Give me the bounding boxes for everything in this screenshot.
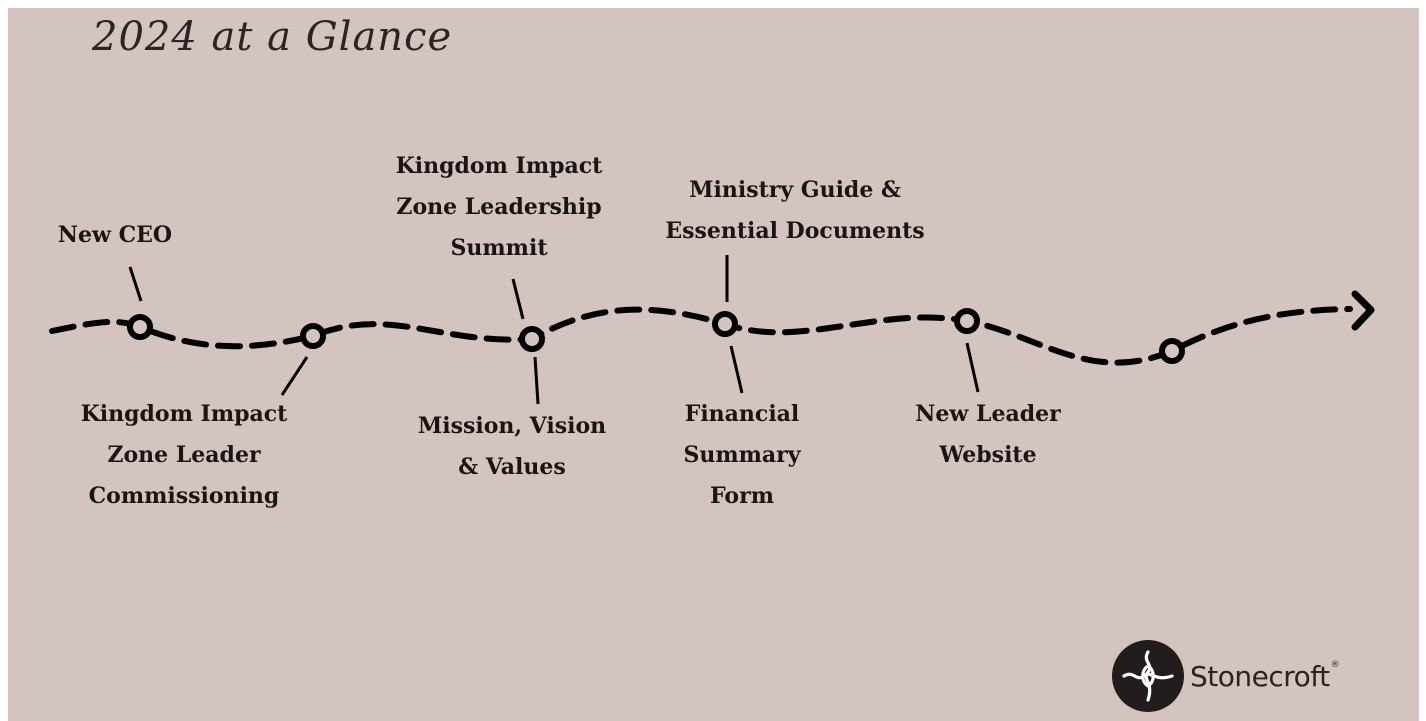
milestone-marker <box>127 314 153 340</box>
milestone-marker <box>519 326 545 352</box>
stonecroft-logo-icon <box>1112 640 1184 712</box>
milestone-label-new-ceo: New CEO <box>57 222 173 248</box>
connector-line <box>965 342 980 393</box>
connector-line <box>511 278 525 320</box>
milestone-label-mission-vision-values: Mission, Vision & Values <box>417 413 607 480</box>
milestone-label-new-leader-website: New Leader Website <box>915 401 1061 468</box>
connector-line <box>280 356 309 396</box>
slide-background <box>8 8 1419 721</box>
milestone-marker <box>300 323 326 349</box>
connector-line <box>729 345 744 394</box>
timeline-path <box>49 306 1353 366</box>
milestone-label-zone-leader-commissioning: Kingdom Impact Zone Leader Commissioning <box>80 401 288 509</box>
milestone-label-ministry-guide: Ministry Guide & Essential Documents <box>665 177 925 244</box>
milestone-marker <box>954 308 980 334</box>
milestone-label-financial-summary-form: Financial Summary Form <box>683 401 801 509</box>
milestone-marker <box>712 311 738 337</box>
stonecroft-wordmark: Stonecroft® <box>1190 659 1340 693</box>
stonecroft-logo: Stonecroft® <box>1112 640 1340 712</box>
connector-line <box>128 266 143 302</box>
timeline-arrowhead <box>1351 290 1375 331</box>
slide-title: 2024 at a Glance <box>92 14 453 60</box>
milestone-marker <box>1159 338 1185 364</box>
connector-line <box>533 356 540 405</box>
milestone-label-leadership-summit: Kingdom Impact Zone Leadership Summit <box>395 153 603 261</box>
